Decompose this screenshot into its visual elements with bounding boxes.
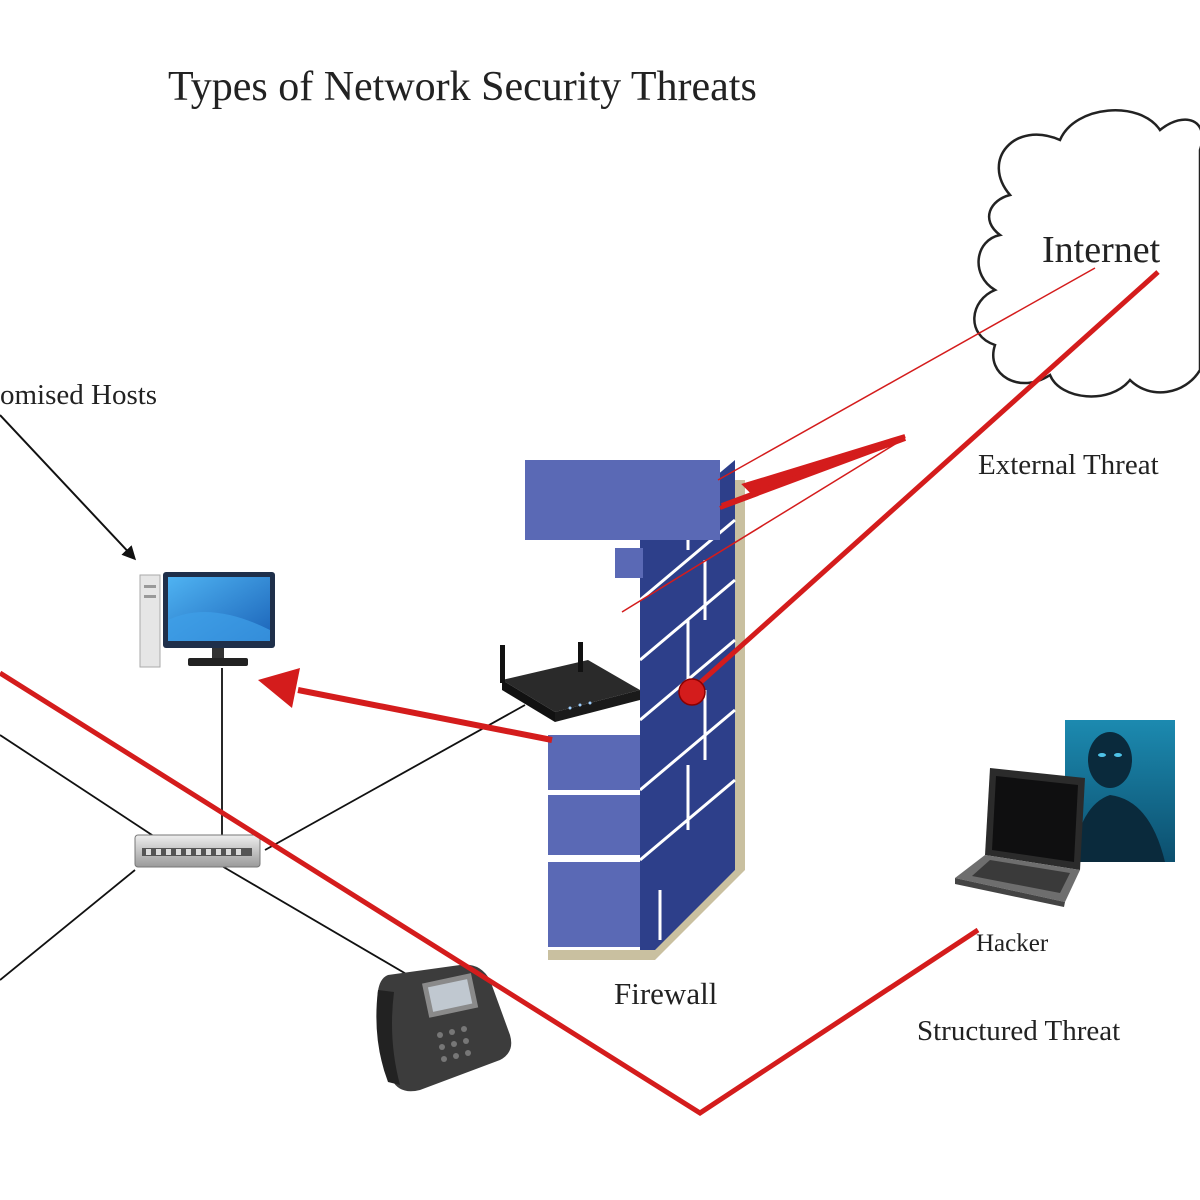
structured-threat-path bbox=[0, 670, 980, 1116]
firewall-label: Firewall bbox=[614, 976, 717, 1011]
hacker-silhouette-icon bbox=[1065, 720, 1175, 862]
network-cables bbox=[0, 668, 526, 986]
internet-label: Internet bbox=[1042, 229, 1161, 271]
firewall-icon bbox=[525, 460, 745, 960]
desktop-computer-icon bbox=[139, 572, 275, 668]
compromised-host-pointer bbox=[0, 414, 137, 561]
hacker-label: Hacker bbox=[976, 930, 1049, 957]
breach-point-marker bbox=[678, 678, 706, 706]
compromise-arrow bbox=[258, 668, 553, 743]
cloud-icon bbox=[973, 109, 1200, 398]
laptop-icon bbox=[955, 768, 1085, 907]
diagram-title: Types of Network Security Threats bbox=[168, 64, 757, 110]
external-threat-paths bbox=[621, 267, 1160, 692]
ip-phone-icon bbox=[376, 964, 512, 1092]
compromised-hosts-label: omised Hosts bbox=[0, 379, 157, 411]
switch-icon bbox=[134, 834, 261, 868]
router-icon bbox=[500, 642, 640, 722]
external-threat-label: External Threat bbox=[978, 449, 1159, 481]
structured-threat-label: Structured Threat bbox=[917, 1015, 1120, 1047]
